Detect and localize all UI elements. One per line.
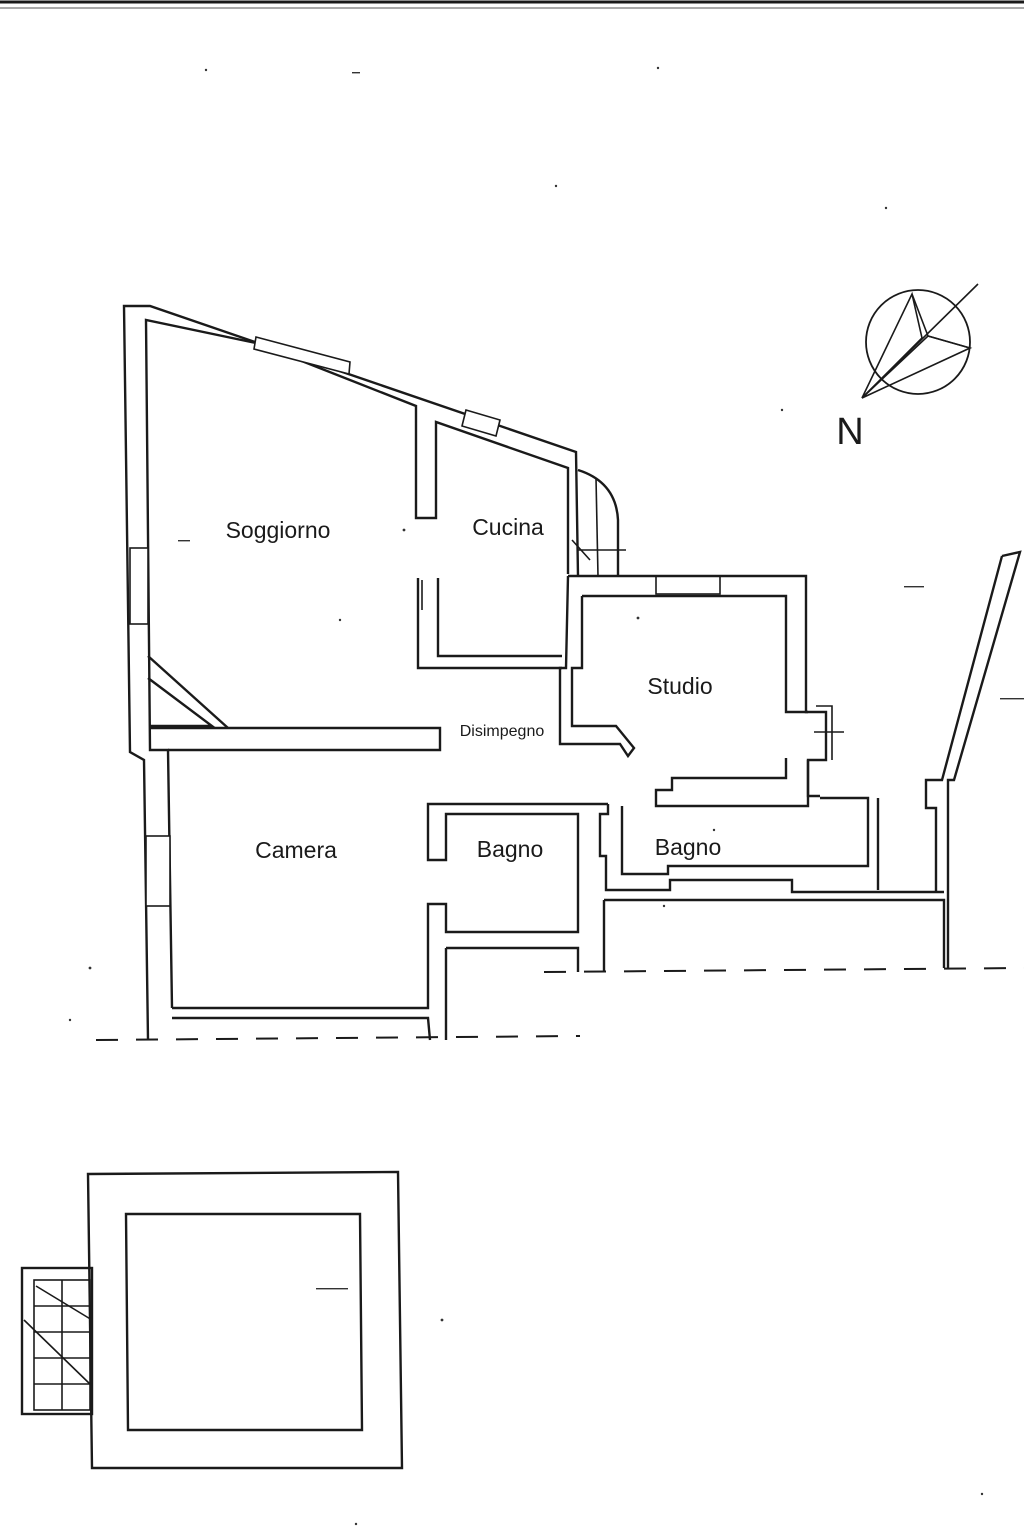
room-label-bagno-2: Bagno (655, 834, 722, 860)
outbuilding (20, 1170, 404, 1470)
room-label-cucina: Cucina (472, 514, 544, 540)
stairs (20, 1266, 94, 1416)
scan-noise (68, 66, 1024, 1526)
exterior-walls (122, 304, 626, 1041)
windows (129, 336, 721, 907)
room-label-studio: Studio (647, 673, 712, 699)
room-label-disimpegno: Disimpegno (460, 723, 545, 740)
room-label-bagno-1: Bagno (477, 836, 544, 862)
page-top-border (0, 0, 1024, 9)
north-arrow-icon (861, 283, 979, 399)
interior-walls (147, 550, 1022, 1041)
north-label: N (836, 411, 863, 453)
room-label-soggiorno: Soggiorno (226, 517, 331, 543)
room-label-camera: Camera (255, 837, 337, 863)
boundary-dashed-lines (95, 967, 1024, 1041)
